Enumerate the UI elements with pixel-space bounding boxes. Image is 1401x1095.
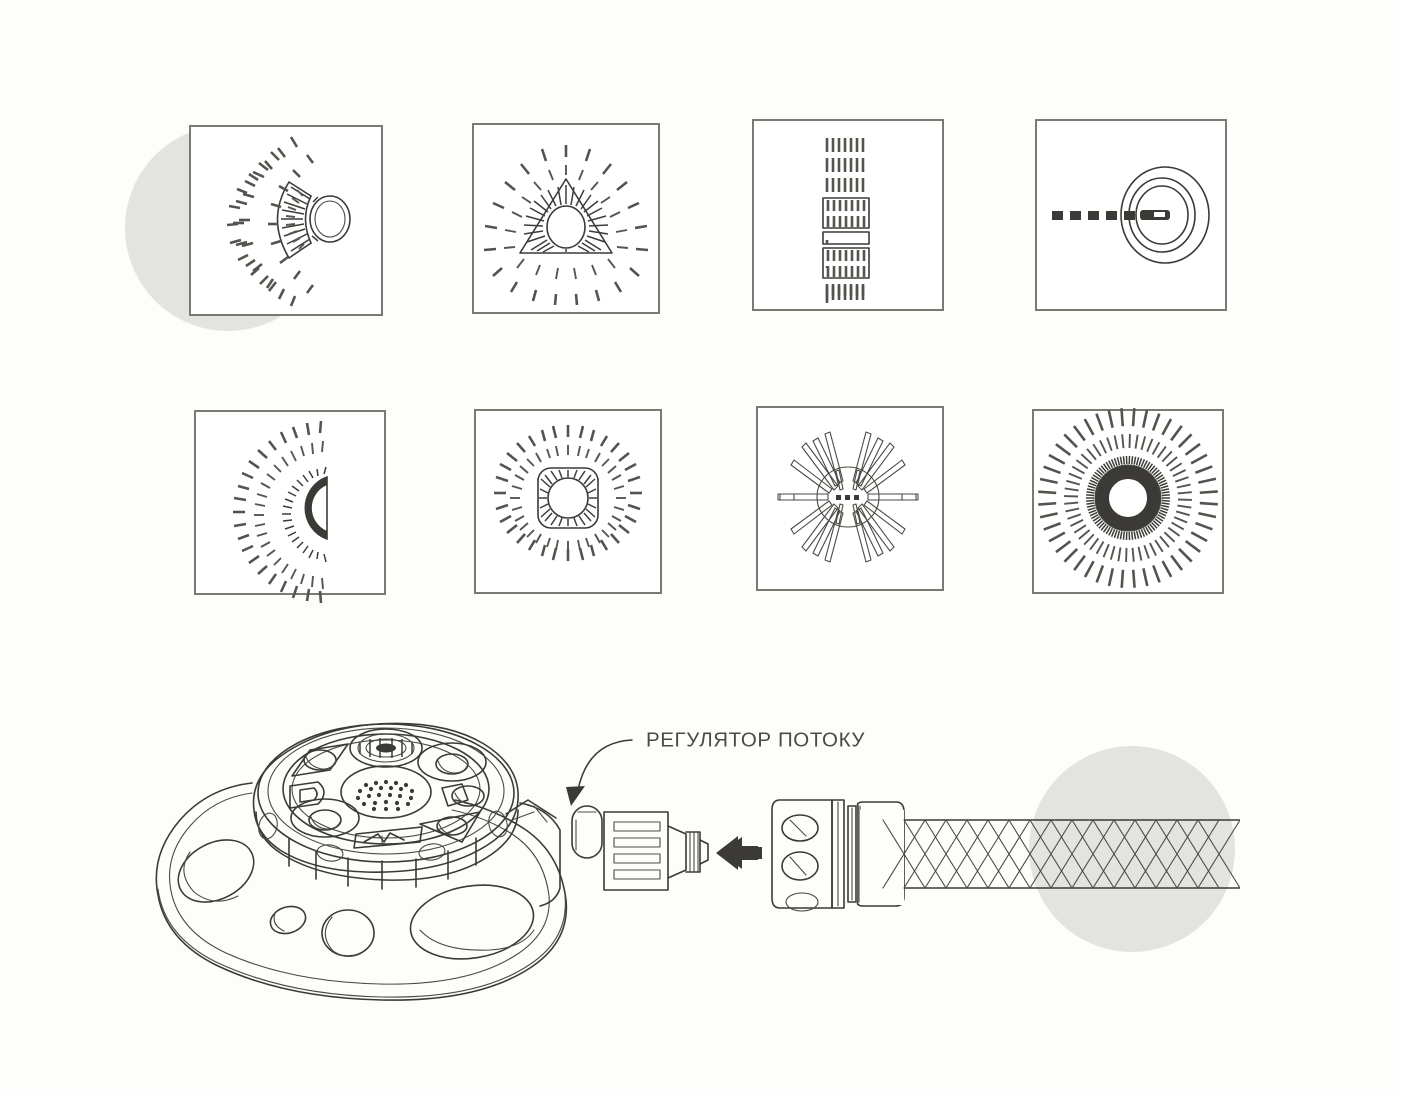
- pattern-frame-full-circle[interactable]: [1032, 408, 1224, 594]
- slot-nozzle: [353, 826, 423, 849]
- flat-spray-icon: [822, 138, 870, 303]
- diamond-nozzle: [291, 743, 349, 777]
- cone-spray-icon: [483, 145, 649, 306]
- pattern-frame-soaker[interactable]: [756, 406, 944, 591]
- ring-nozzle: [349, 728, 423, 768]
- connect-direction-arrow: [716, 836, 762, 870]
- oval-nozzle: [417, 742, 487, 782]
- soaker-spray-icon: [777, 431, 919, 563]
- pattern-frame-jet[interactable]: [1035, 119, 1227, 311]
- braided-garden-hose: [860, 810, 1401, 905]
- round-nozzle: [290, 798, 360, 838]
- shower-disc: [340, 765, 432, 819]
- flat-spray-lower-combs: [825, 284, 865, 296]
- full-circle-spray-icon: [1038, 408, 1218, 588]
- pattern-frame-half-circle[interactable]: [194, 410, 386, 604]
- pattern-frame-square[interactable]: [474, 409, 662, 594]
- pattern-frame-flat[interactable]: [752, 119, 944, 311]
- fan-spray-icon: [226, 136, 351, 307]
- flow-regulator-lever[interactable]: [571, 805, 603, 859]
- turret-sprinkler[interactable]: [155, 722, 568, 1001]
- pattern-frame-fan[interactable]: [189, 125, 383, 316]
- square-spray-icon: [494, 425, 642, 561]
- half-circle-spray-icon: [233, 420, 328, 604]
- triangle-nozzle: [419, 811, 481, 843]
- cone-nozzle: [441, 783, 485, 807]
- leader-arrow: [566, 739, 633, 806]
- jet-spray-icon: [1052, 166, 1210, 264]
- threaded-hose-connector[interactable]: [603, 811, 709, 891]
- pattern-frame-cone[interactable]: [472, 123, 660, 314]
- flow-regulator-label: РЕГУЛЯТОР ПОТОКУ: [646, 728, 865, 751]
